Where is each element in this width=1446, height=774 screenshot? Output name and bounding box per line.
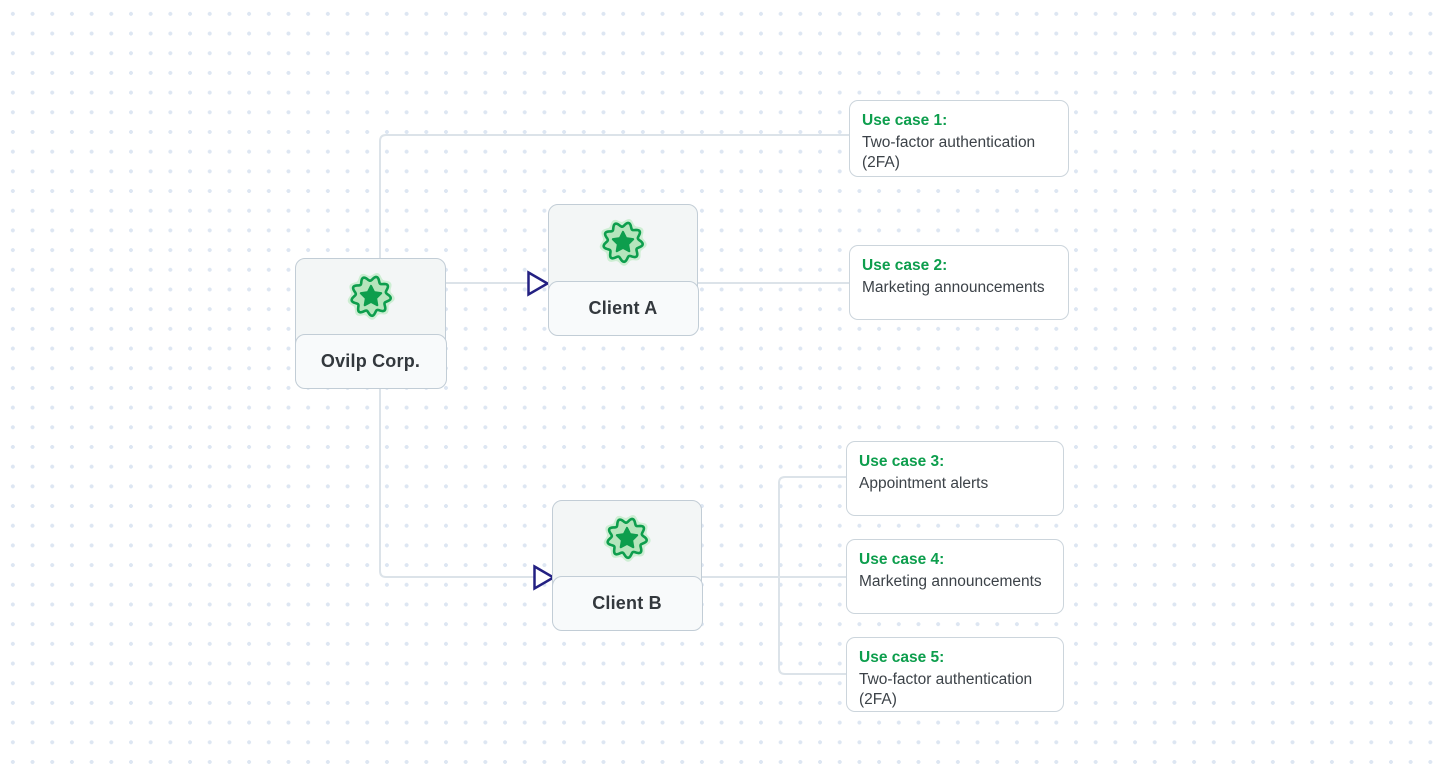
use-case-card-2[interactable]: Use case 2: Marketing announcements [849, 245, 1069, 320]
badge-star-icon [601, 512, 653, 564]
use-case-description: Appointment alerts [859, 474, 989, 492]
use-case-description: Two-factor authentication (2FA) [862, 133, 1036, 172]
node-icon-area [296, 259, 445, 332]
node-client-b[interactable]: Client B [551, 500, 703, 631]
node-label: Client A [547, 280, 699, 336]
use-case-description: Two-factor authentication (2FA) [859, 670, 1033, 709]
use-case-title: Use case 2: [862, 257, 948, 274]
badge-star-icon [597, 216, 649, 268]
connector-ovilp-usecase1 [379, 134, 849, 258]
node-ovilp-corp[interactable]: Ovilp Corp. [294, 258, 447, 389]
use-case-card-1[interactable]: Use case 1: Two-factor authentication (2… [849, 100, 1069, 177]
use-case-card-4[interactable]: Use case 4: Marketing announcements [846, 539, 1064, 614]
use-case-description: Marketing announcements [859, 572, 1042, 590]
triangle-right-arrow-icon [533, 564, 556, 591]
connector-trunk-usecase3-5 [778, 476, 846, 675]
node-label: Ovilp Corp. [294, 333, 447, 389]
use-case-description: Marketing announcements [862, 278, 1045, 296]
triangle-right-arrow-icon [527, 270, 550, 297]
node-client-a[interactable]: Client A [547, 204, 699, 336]
use-case-card-5[interactable]: Use case 5: Two-factor authentication (2… [846, 637, 1064, 712]
node-icon-area [549, 205, 697, 279]
node-label: Client B [551, 575, 703, 631]
use-case-card-3[interactable]: Use case 3: Appointment alerts [846, 441, 1064, 516]
use-case-title: Use case 5: [859, 649, 945, 666]
connector-ovilp-clientb [379, 388, 552, 578]
use-case-title: Use case 1: [862, 112, 948, 129]
use-case-title: Use case 4: [859, 551, 945, 568]
use-case-title: Use case 3: [859, 453, 945, 470]
node-icon-area [553, 501, 701, 574]
badge-star-icon [345, 270, 397, 322]
